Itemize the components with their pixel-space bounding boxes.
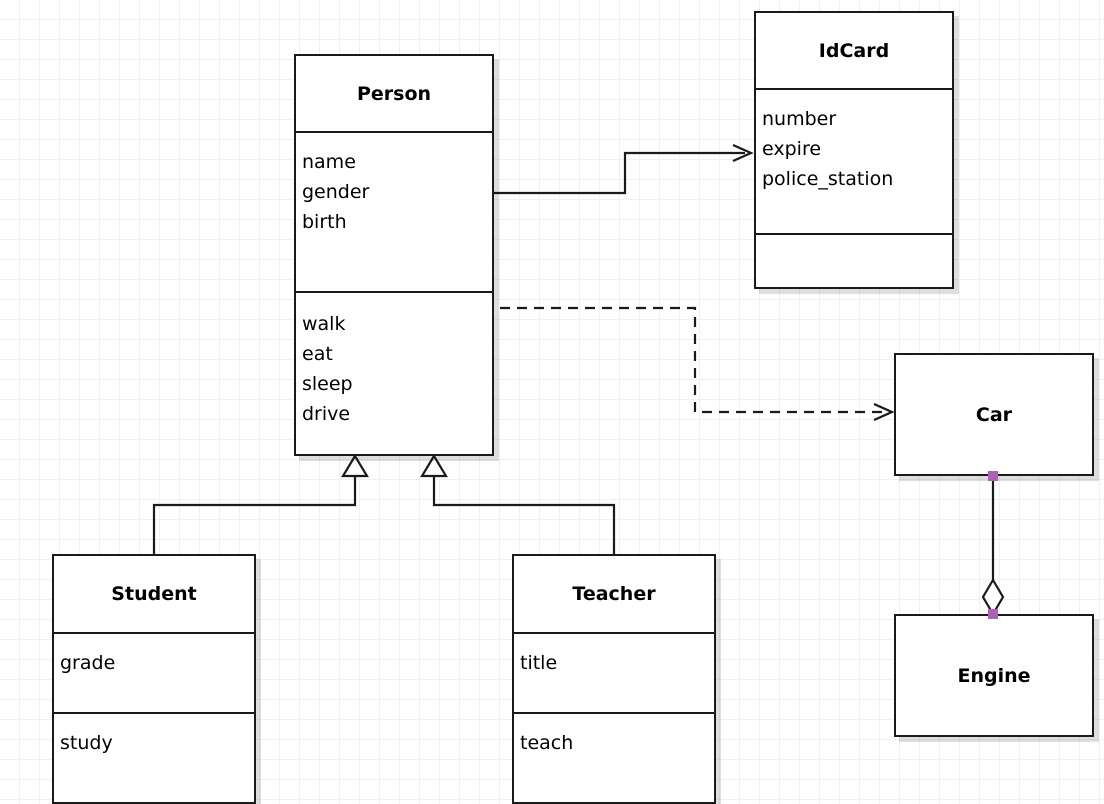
attribute-item: gender <box>302 181 370 203</box>
class-attributes-student: grade <box>54 634 254 714</box>
class-attributes-idcard: number expire police_station <box>756 90 952 235</box>
class-box-car[interactable]: Car <box>894 353 1094 476</box>
class-title-student: Student <box>54 556 254 634</box>
class-box-person[interactable]: Person name gender birth walk eat sleep … <box>294 54 494 456</box>
operation-item: eat <box>302 343 333 365</box>
class-box-teacher[interactable]: Teacher title teach <box>512 554 716 804</box>
edge-student-person[interactable] <box>152 453 369 554</box>
attribute-item: expire <box>762 138 822 160</box>
class-title-idcard: IdCard <box>756 13 952 90</box>
class-title-person: Person <box>296 56 492 133</box>
class-title-engine: Engine <box>957 664 1031 687</box>
edge-person-car[interactable] <box>500 306 895 422</box>
attribute-item: title <box>520 652 558 674</box>
class-operations-teacher: teach <box>514 714 714 804</box>
class-box-student[interactable]: Student grade study <box>52 554 256 804</box>
edge-car-engine[interactable] <box>981 476 1005 617</box>
attribute-item: grade <box>60 652 116 674</box>
class-operations-idcard <box>756 235 952 287</box>
operation-item: drive <box>302 403 351 425</box>
attribute-item: birth <box>302 211 347 233</box>
edge-teacher-person[interactable] <box>420 453 616 554</box>
attribute-item: name <box>302 151 356 173</box>
operation-item: walk <box>302 313 346 335</box>
class-title-car: Car <box>975 403 1013 426</box>
attribute-item: number <box>762 108 837 130</box>
class-box-engine[interactable]: Engine <box>894 614 1094 737</box>
edge-handle-car[interactable] <box>988 471 998 481</box>
edge-handle-engine[interactable] <box>988 609 998 619</box>
class-attributes-person: name gender birth <box>296 133 492 293</box>
operation-item: study <box>60 732 113 754</box>
class-box-idcard[interactable]: IdCard number expire police_station <box>754 11 954 289</box>
class-title-teacher: Teacher <box>514 556 714 634</box>
operation-item: teach <box>520 732 574 754</box>
operation-item: sleep <box>302 373 353 395</box>
edge-person-idcard[interactable] <box>494 143 754 195</box>
attribute-item: police_station <box>762 168 894 190</box>
class-operations-person: walk eat sleep drive <box>296 293 492 454</box>
class-attributes-teacher: title <box>514 634 714 714</box>
class-operations-student: study <box>54 714 254 804</box>
